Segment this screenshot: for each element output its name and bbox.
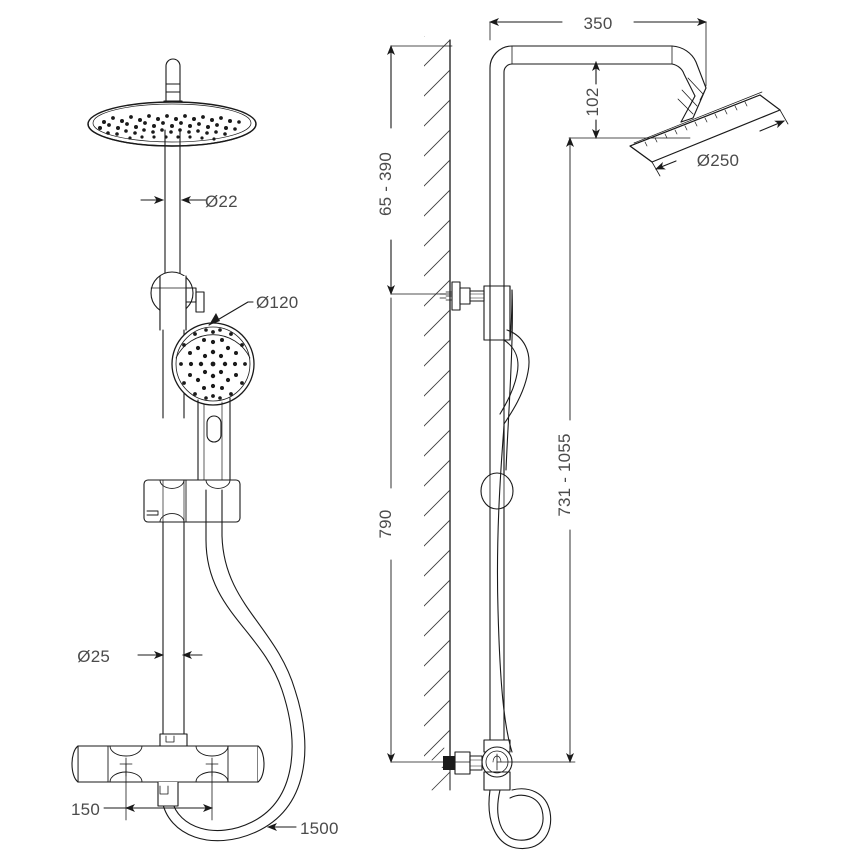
thermostatic-mixer-front [71,745,265,807]
dim-label-riser-diameter: Ø22 [205,192,238,211]
dim-label-inlet-centres: 150 [71,800,100,819]
front-lower-riser [159,521,188,747]
dim-65-390 [387,45,453,295]
dim-label-mixer-to-bracket: 790 [376,510,395,539]
flexible-hose-front [161,489,306,842]
dim-350 [489,18,707,87]
dim-label-lower-riser-diameter: Ø25 [77,647,110,666]
dim-label-hose-length: 1500 [300,819,339,838]
side-wall-bracket [439,281,485,311]
dim-label-rain-head-diameter: Ø250 [697,151,739,170]
slider-bracket-front [143,479,241,523]
dim-790 [387,297,471,763]
dim-label-handset-diameter: Ø120 [256,293,298,312]
dim-label-mixer-to-head-range: 731 - 1055 [555,433,574,516]
wall-hatched [424,36,451,791]
dim-102 [568,61,691,139]
dim-label-bracket-height-range: 65 - 390 [376,152,395,216]
side-riser [483,285,511,741]
dim-label-head-drop: 102 [583,88,602,117]
side-slider-ring [480,472,514,510]
dim-handset-d120-leader [208,301,254,326]
side-mixer-valve [443,739,513,791]
rain-shower-head-front [87,101,257,147]
side-shower-arm [489,45,707,291]
side-flexible-hose [488,289,552,850]
dim-label-arm-projection: 350 [584,14,613,33]
dim-inlet-150 [103,763,213,821]
dim-731-1055 [496,137,576,763]
front-upper-riser [164,129,181,282]
front-diverter-valve [150,271,205,331]
dim-d250 [651,109,789,177]
